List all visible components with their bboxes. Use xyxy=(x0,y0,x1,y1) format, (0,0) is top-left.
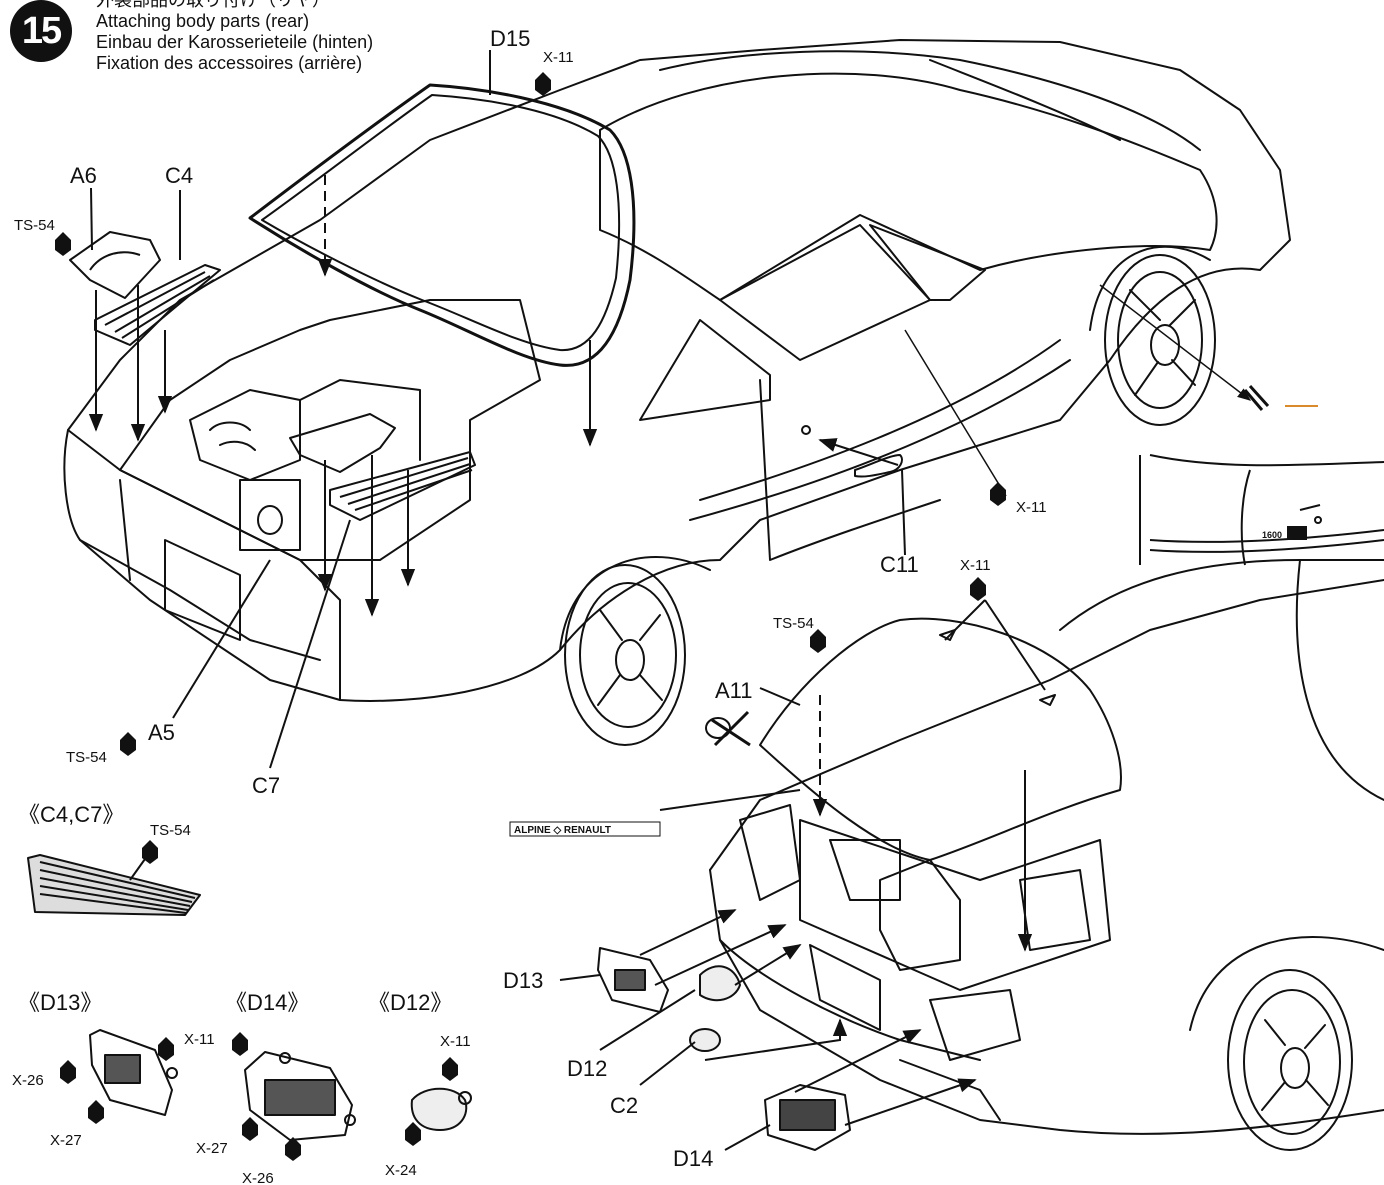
group-label-d14: 《D14》 xyxy=(225,990,309,1015)
paint-ts54-a5: TS-54 xyxy=(66,749,107,766)
detail-d13 xyxy=(89,1029,178,1116)
label-c4: C4 xyxy=(165,163,193,188)
decal-placement-arrow xyxy=(1099,284,1318,411)
paint-x27-d13: X-27 xyxy=(50,1132,82,1149)
label-d13: D13 xyxy=(503,968,543,993)
alpine-renault-decal xyxy=(509,821,661,837)
second-car-parts xyxy=(597,710,851,1151)
label-a5: A5 xyxy=(148,720,175,745)
label-d14: D14 xyxy=(673,1146,713,1171)
main-car-illustration xyxy=(63,39,1291,746)
paint-ts54-a6: TS-54 xyxy=(14,217,55,234)
detail-c4-c7-paint xyxy=(142,840,158,864)
title-english: Attaching body parts (rear) xyxy=(96,11,310,31)
paint-x26-d13: X-26 xyxy=(12,1072,44,1089)
detail-d13-paint xyxy=(60,1037,174,1124)
label-c2: C2 xyxy=(610,1093,638,1118)
title-japanese: 外装部品の取り付け（リヤ） xyxy=(96,0,330,10)
label-a6: A6 xyxy=(70,163,97,188)
label-c11: C11 xyxy=(880,552,919,577)
paint-markers-second xyxy=(810,577,986,653)
paint-x11-d15: X-11 xyxy=(543,49,574,66)
part-a6-c4-vents xyxy=(69,231,476,521)
paint-x11-a11: X-11 xyxy=(960,557,991,574)
paint-leaders-main xyxy=(904,329,1007,497)
paint-x26-d14: X-26 xyxy=(242,1170,274,1185)
paint-x27-d14: X-27 xyxy=(196,1140,228,1157)
decal-1600-badge: 1600 xyxy=(1262,530,1282,540)
paint-markers-main xyxy=(55,72,1006,756)
group-label-d13: 《D13》 xyxy=(18,990,102,1015)
part-d15-window-seal xyxy=(248,83,636,367)
label-d15: D15 xyxy=(490,26,530,51)
detail-d14 xyxy=(244,1051,356,1141)
group-label-c4-c7: 《C4,C7》 xyxy=(18,802,124,827)
group-label-d12: 《D12》 xyxy=(368,990,452,1015)
title-german: Einbau der Karosserieteile (hinten) xyxy=(96,32,374,52)
label-d12: D12 xyxy=(567,1056,607,1081)
step-number-badge: 15 xyxy=(10,0,72,62)
detail-d14-paint xyxy=(232,1032,301,1161)
fender-detail-inset xyxy=(1139,454,1384,566)
paint-ts54-c4c7: TS-54 xyxy=(150,822,191,839)
paint-x11-d13: X-11 xyxy=(184,1031,215,1048)
paint-x11-c11: X-11 xyxy=(1016,499,1047,516)
label-a11: A11 xyxy=(715,678,753,703)
second-car-arrows xyxy=(559,599,1046,1151)
detail-d12 xyxy=(410,1087,472,1131)
decal-alpine-renault: ALPINE ◇ RENAULT xyxy=(514,825,611,836)
paint-x11-d12: X-11 xyxy=(440,1033,471,1050)
label-c7: C7 xyxy=(252,773,280,798)
detail-c4-c7 xyxy=(27,851,201,916)
title-french: Fixation des accessoires (arrière) xyxy=(96,53,363,73)
paint-x24-d12: X-24 xyxy=(385,1162,417,1179)
detail-d12-paint xyxy=(405,1057,458,1146)
main-car-arrows xyxy=(88,50,906,769)
second-car-illustration xyxy=(709,559,1384,1151)
paint-ts54-a11: TS-54 xyxy=(773,615,814,632)
